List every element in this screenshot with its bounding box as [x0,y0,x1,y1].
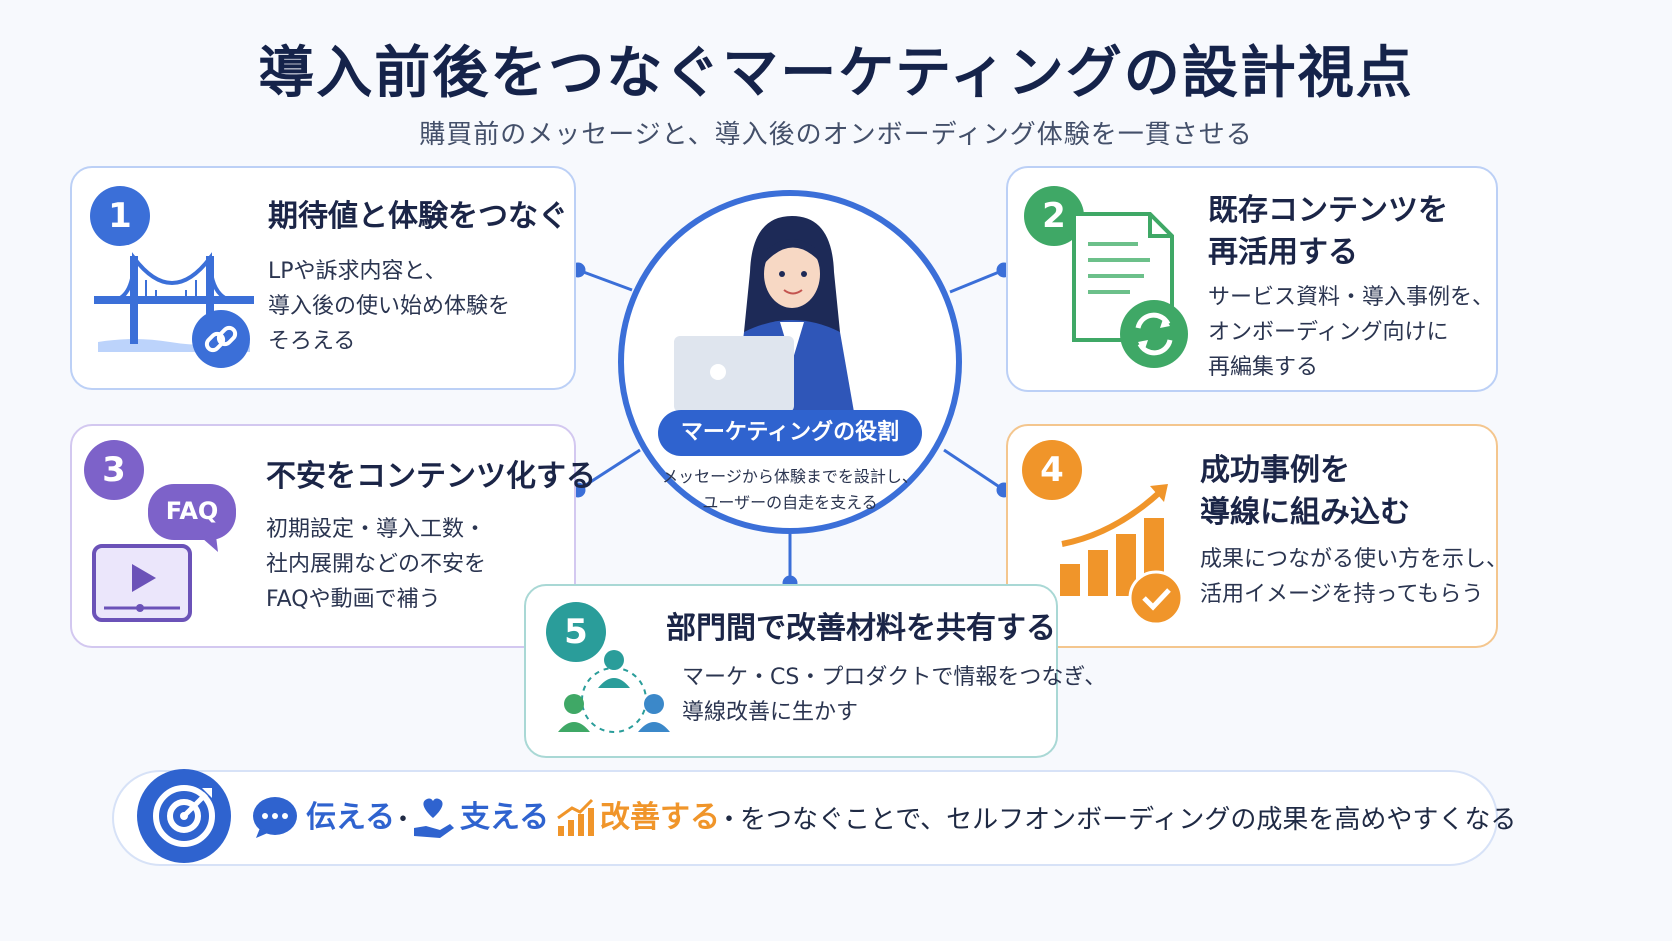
card-1-desc: LPや訴求内容と、 導入後の使い始め体験を そろえる [268,259,511,354]
bottom-improve: 改善する [600,800,720,835]
card-5-number: 5 [546,602,606,662]
card-4-number: 4 [1022,440,1082,500]
card-3-number: 3 [84,440,144,500]
bottom-support: 支える [460,800,550,835]
link-icon [192,310,250,368]
role-desc: メッセージから体験までを設計し、 ユーザーの自走を支える [662,467,918,512]
card-5-title: 部門間で改善材料を共有する [666,611,1056,646]
team-icon [558,650,670,733]
page-title: 導入前後をつなぐマーケティングの設計視点 [258,41,1414,106]
card-1-title: 期待値と体験をつなぐ [268,199,568,234]
card-4-desc: 成果につながる使い方を示し、 活用イメージを持ってもらう [1200,547,1509,607]
card-5-desc: マーケ・CS・プロダクトで情報をつなぎ、 導線改善に生かす [682,665,1107,725]
card-1-number: 1 [90,186,150,246]
card-3-desc: 初期設定・導入工数・ 社内展開などの不安を FAQや動画で補う [266,517,487,612]
page-subtitle: 購買前のメッセージと、導入後のオンボーディング体験を一貫させる [419,120,1253,150]
chat-bubble-icon [253,797,297,838]
video-player-icon [92,544,192,622]
chart-up-icon [557,798,594,836]
card-5 [524,584,1058,758]
bottom-rest: をつなぐことで、セルフオンボーディングの成果を高めやすくなる [740,805,1517,835]
role-pill: マーケティングの役割 [658,410,922,456]
target-icon [137,769,231,863]
bottom-convey: 伝える [306,800,396,835]
card-3-title: 不安をコンテンツ化する [266,459,596,494]
bottom-summary-bar [112,770,1498,866]
bottom-sep-1: ・ [390,805,417,835]
card-2-desc: サービス資料・導入事例を、 オンボーディング向けに 再編集する [1208,285,1495,380]
growth-chart-icon [1060,484,1184,626]
heart-hand-icon [414,798,454,838]
marketer-illustration [674,216,854,412]
card-4-title: 成功事例を 導線に組み込む [1200,453,1410,530]
bottom-sep-2: ・ [716,805,743,835]
faq-bubble-icon [148,484,236,552]
document-icon [1072,212,1188,368]
faq-badge-text: FAQ [165,497,219,525]
card-2-title: 既存コンテンツを 再活用する [1208,193,1448,270]
